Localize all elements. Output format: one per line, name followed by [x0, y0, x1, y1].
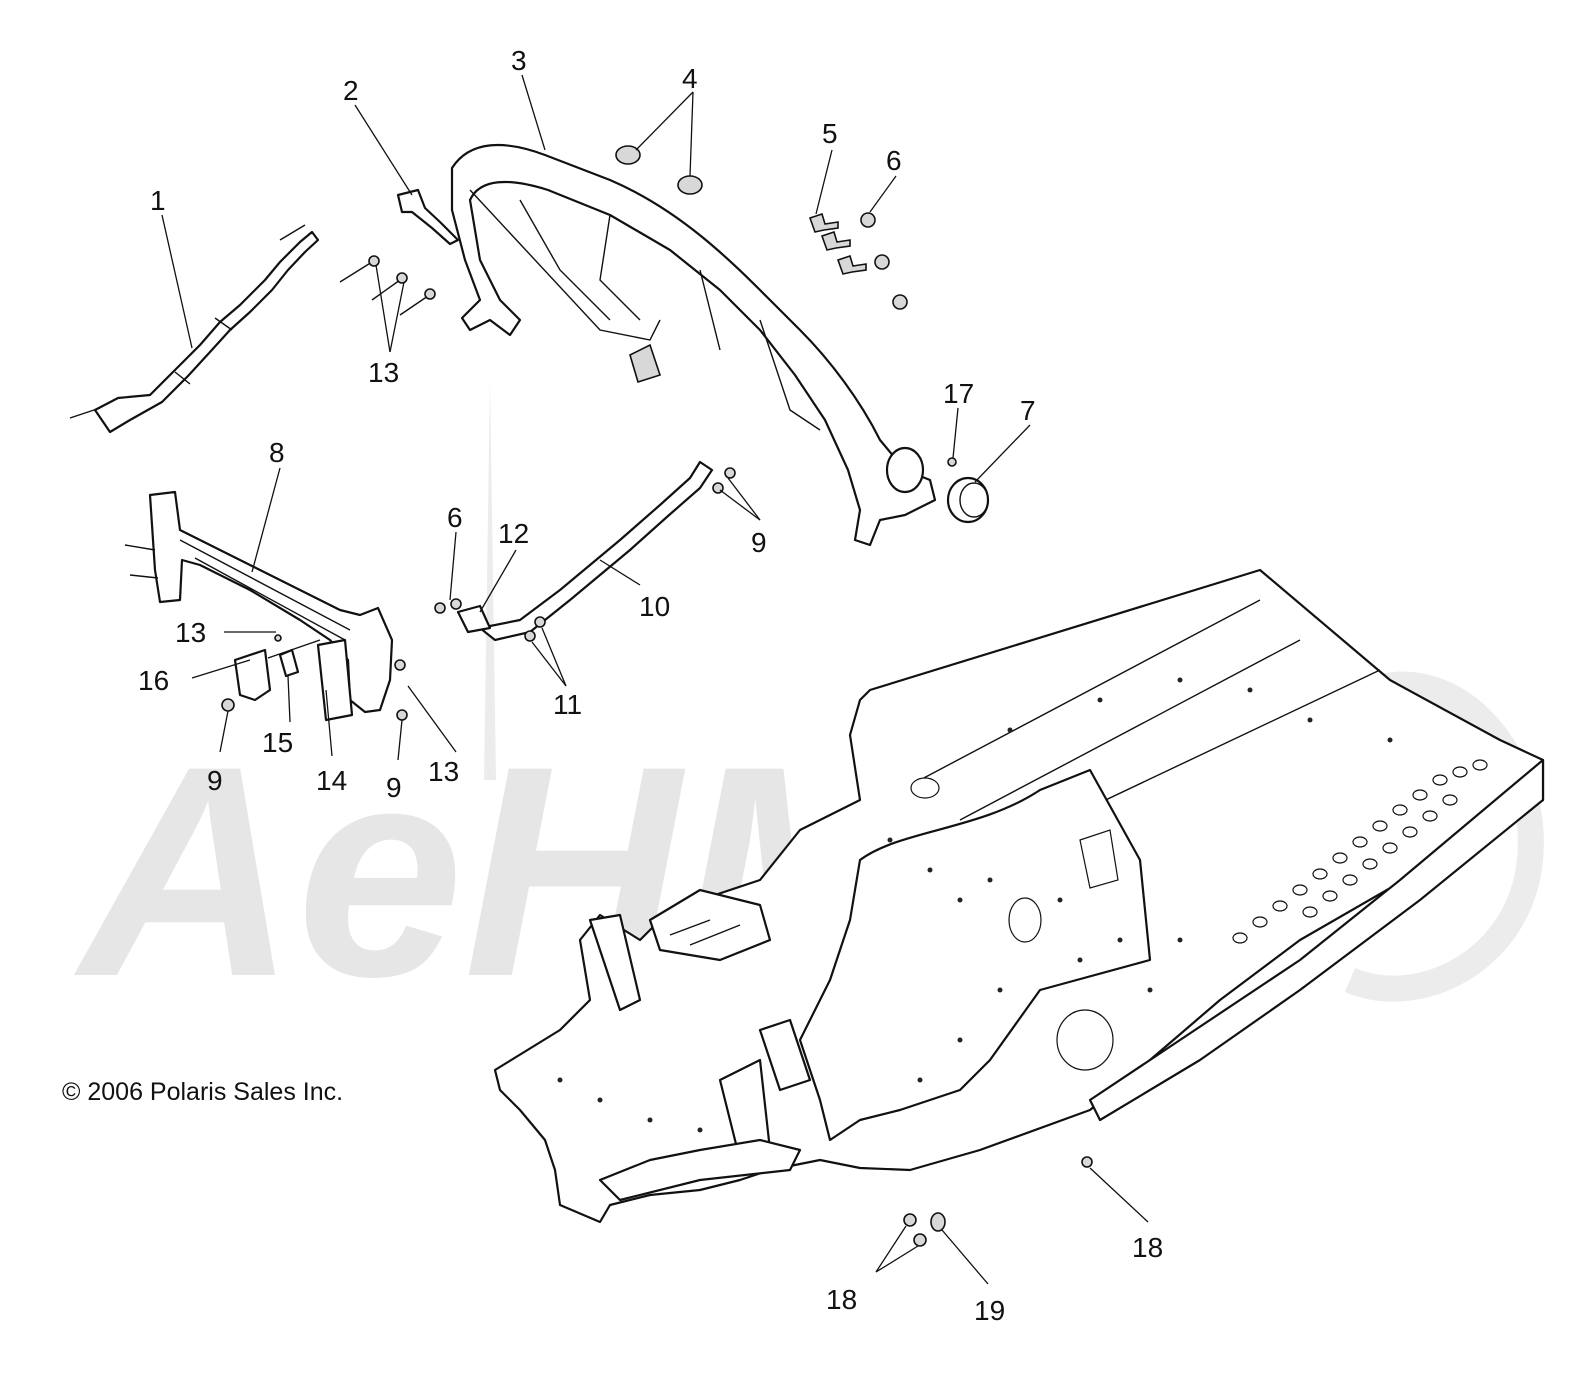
part-6-nut-lower — [434, 602, 446, 614]
callout-9-right: 9 — [751, 527, 767, 558]
leader-lines — [161, 74, 1149, 1285]
chassis-assembly — [493, 568, 1545, 1224]
part-15-clip — [278, 648, 300, 678]
part-12-bracket — [456, 604, 492, 634]
callout-5: 5 — [822, 118, 838, 149]
callout-13-left: 13 — [175, 617, 206, 648]
part-13-bolts-upper — [339, 255, 436, 316]
part-11-bolts — [524, 616, 546, 642]
callout-4: 4 — [682, 63, 698, 94]
part-6-washer-lower — [450, 598, 462, 610]
callout-6-lower: 6 — [447, 502, 463, 533]
callout-1: 1 — [150, 185, 166, 216]
chassis-rivets — [557, 677, 1393, 1133]
callout-10: 10 — [639, 591, 670, 622]
part-8-cross-tube — [124, 490, 394, 714]
copyright-notice: © 2006 Polaris Sales Inc. — [62, 1078, 343, 1106]
callout-13-right: 13 — [428, 756, 459, 787]
callout-12: 12 — [498, 518, 529, 549]
callout-18-right: 18 — [1132, 1232, 1163, 1263]
part-6-nuts — [860, 212, 908, 310]
part-3-steering-hoop — [450, 143, 937, 547]
callout-8: 8 — [269, 437, 285, 468]
part-1-upper-tube — [69, 224, 320, 434]
callout-6-upper: 6 — [886, 145, 902, 176]
part-7-plug — [946, 476, 990, 524]
watermark-motorcycle-wheel — [1344, 671, 1544, 1002]
callout-3: 3 — [511, 45, 527, 76]
callout-18-left: 18 — [826, 1284, 857, 1315]
part-13-pin — [267, 639, 321, 659]
part-2-bracket — [396, 188, 460, 246]
callout-13-upper: 13 — [368, 357, 399, 388]
part-4-grommets — [615, 145, 703, 195]
callout-9-middle: 9 — [386, 772, 402, 803]
callout-14: 14 — [316, 765, 347, 796]
callout-9-left: 9 — [207, 765, 223, 796]
callout-7: 7 — [1020, 395, 1036, 426]
callout-11: 11 — [553, 689, 582, 720]
part-19-plug — [930, 1212, 946, 1232]
running-board-holes — [1232, 759, 1488, 944]
part-16-bracket — [233, 648, 272, 702]
callouts: 1 2 3 4 5 6 7 8 9 6 12 10 13 13 16 11 15… — [138, 45, 1163, 1326]
watermark-spire — [484, 380, 496, 780]
part-17-rivet — [947, 457, 957, 467]
callout-15: 15 — [262, 727, 293, 758]
callout-2: 2 — [343, 75, 359, 106]
part-18-fasteners — [903, 1156, 1093, 1247]
callout-17: 17 — [943, 378, 974, 409]
part-13-rivet — [274, 634, 282, 642]
callout-19: 19 — [974, 1295, 1005, 1326]
callout-16: 16 — [138, 665, 169, 696]
part-9-bolts — [221, 467, 736, 721]
part-5-bolts — [808, 212, 867, 275]
